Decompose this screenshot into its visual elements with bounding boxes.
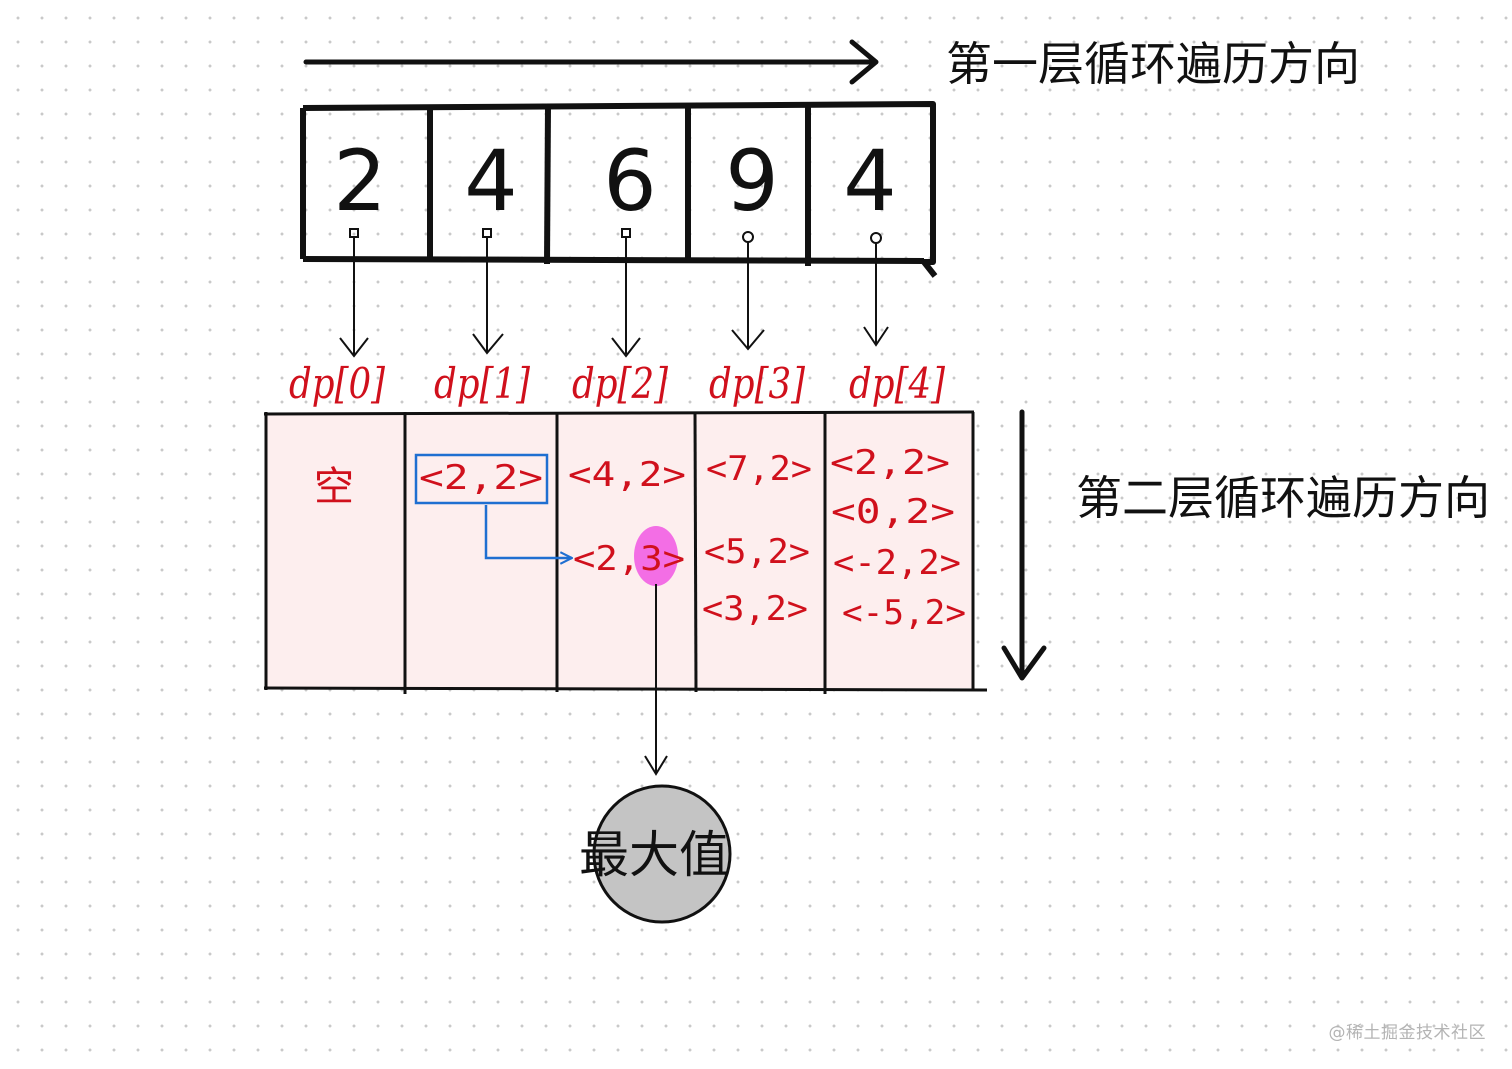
dp-label: dp[1] <box>434 359 531 408</box>
dp-entry: <4,2> <box>568 455 686 495</box>
dp-table <box>263 410 988 694</box>
transition-arrow <box>484 505 572 558</box>
dp-entry: <-2,2> <box>833 543 961 583</box>
dp-entry: <7,2> <box>706 449 812 489</box>
selected-entry-box <box>414 453 549 505</box>
max-arrow <box>644 584 668 776</box>
inner-loop-label: 第二层循环遍历方向 <box>1076 471 1490 525</box>
dp-entry: <3,2> <box>702 589 808 629</box>
array-box <box>300 101 938 278</box>
outer-loop-label: 第一层循环遍历方向 <box>946 37 1360 91</box>
dp-entry: <-5,2> <box>842 593 966 633</box>
dp-label: dp[2] <box>572 359 669 408</box>
array-value: 9 <box>725 132 778 230</box>
dp-entry: <5,2> <box>704 532 810 572</box>
dp-entry: <2,3> <box>573 539 685 579</box>
inner-loop-arrow <box>1001 409 1047 681</box>
dp-label: dp[4] <box>849 359 946 408</box>
max-value-label: 最大值 <box>579 826 729 884</box>
dp-label: dp[0] <box>289 359 386 408</box>
array-value: 6 <box>603 132 656 230</box>
dp-entry-empty: 空 <box>314 464 354 510</box>
array-value: 4 <box>464 132 517 230</box>
array-value: 2 <box>333 132 386 230</box>
outer-loop-arrow <box>303 39 879 85</box>
array-value: 4 <box>843 132 896 230</box>
max-value-circle <box>592 784 732 924</box>
max-length-highlight <box>634 526 678 586</box>
dp-entry: <2,2> <box>830 443 950 483</box>
array-to-dp-arrows <box>339 228 889 358</box>
dp-entry: <2,2> <box>419 458 543 498</box>
dp-label: dp[3] <box>709 359 806 408</box>
dp-entry: <0,2> <box>831 492 955 532</box>
watermark: @稀土掘金技术社区 <box>1328 1023 1486 1043</box>
